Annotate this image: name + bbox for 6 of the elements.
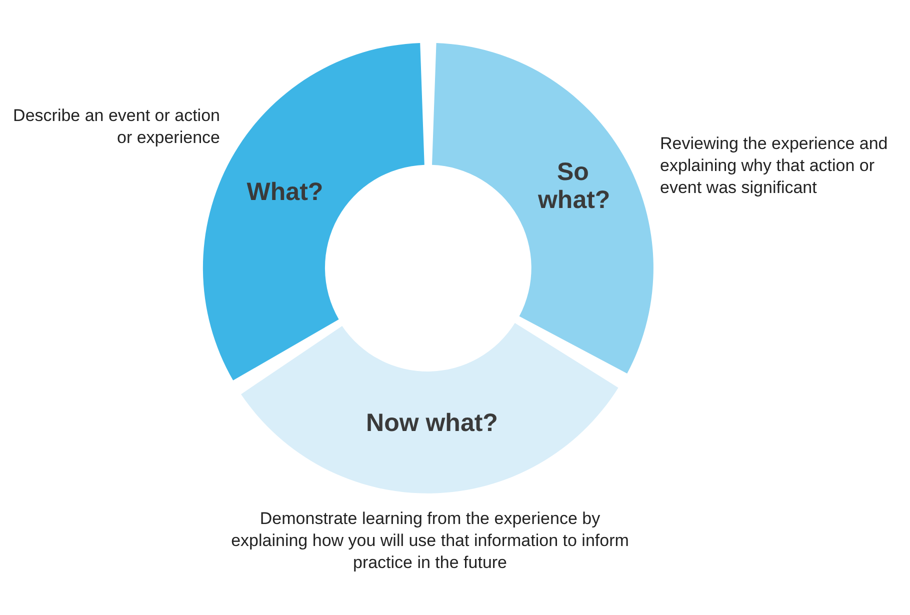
description-text: Demonstrate learning from the experience by explaining how you will use that information to inform practice in the future bbox=[230, 508, 630, 574]
segment-title: Now what? bbox=[365, 408, 499, 437]
segment-title: What? bbox=[246, 178, 324, 206]
description-text: Describe an event or action or experience bbox=[12, 105, 220, 149]
segment-title: So what? bbox=[538, 158, 608, 214]
description-text: Reviewing the experience and explaining why that action or event was significant bbox=[660, 133, 889, 199]
